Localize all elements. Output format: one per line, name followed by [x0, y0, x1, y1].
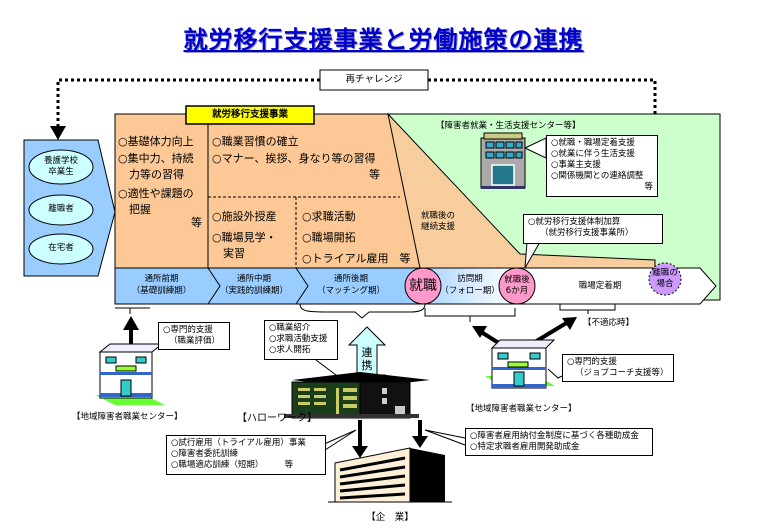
- target-group-home-based: 在宅者: [48, 243, 74, 253]
- rechallenge-loop: [56, 78, 657, 222]
- continued-support-l2: 継続支援: [421, 222, 456, 232]
- col1-suffix: 等: [191, 216, 202, 229]
- life-support-item: ○就職・職場定着支援: [551, 138, 635, 148]
- rechallenge-label: 再チャレンジ: [345, 74, 403, 85]
- unfit-label: 【不適応時】: [583, 318, 635, 328]
- six-months-l2: 6か月: [505, 286, 529, 296]
- service-label-box: [185, 105, 315, 125]
- vocational-right-callout-l2: （ジョブコーチ支援等）: [575, 368, 669, 378]
- hello-work-label: 【ハローワーク】: [237, 413, 317, 424]
- extra-callout-l2: （就労移行支援事業所）: [540, 228, 634, 238]
- col1-item: 力等の習得: [118, 168, 184, 181]
- vocational-left-callout-l2: （職業評価）: [169, 336, 221, 346]
- life-support-center-building: [480, 132, 526, 189]
- phase-mid-l1: 通所中期: [236, 274, 271, 284]
- col2-suffix: 等: [369, 168, 380, 181]
- service-label: 就労移行支援事業: [211, 109, 288, 120]
- company-right-item: ○特定求職者雇用開発助成金: [470, 442, 580, 452]
- company-left-item: ○職場適応訓練（短期） 等: [171, 460, 294, 470]
- life-support-item: ○就業に伴う生活支援: [551, 149, 635, 159]
- life-support-callout: ○就職・職場定着支援 ○就業に伴う生活支援 ○事業主支援 ○関係機関との連絡調整…: [546, 135, 658, 197]
- six-months-circle: [498, 267, 536, 305]
- continued-support-l1: 就職後の: [421, 211, 456, 221]
- cooperation-label-2: 携: [361, 359, 373, 372]
- target-group-job-leavers: 離職者: [48, 204, 74, 214]
- leave-l1: 離職の: [652, 268, 678, 278]
- target-group-school-graduates-l1: 養護学校: [43, 156, 78, 166]
- vocational-center-right-building: [485, 339, 556, 389]
- col1-item: 把握: [118, 203, 151, 216]
- hello-work-item: ○職業紹介: [269, 323, 311, 333]
- life-support-center-label: 【障害者就業・生活支援センター等】: [436, 121, 581, 131]
- vocational-left-callout-l1: ○専門的支援: [163, 325, 213, 335]
- leave-circle: [648, 262, 682, 296]
- hello-work-item: ○求職活動支援: [269, 334, 328, 344]
- col2-item: ○職業習慣の確立: [212, 135, 299, 148]
- extra-callout-l1: ○就労移行支援体制加算: [528, 217, 621, 227]
- hello-work-callout: ○職業紹介 ○求職活動支援 ○求人開拓: [264, 320, 338, 360]
- col1-item: ○集中力、持続: [118, 152, 194, 165]
- phase-late-l2: （マッチング期）: [316, 286, 385, 296]
- vocational-left-callout: ○専門的支援 （職業評価）: [158, 322, 230, 350]
- phase-visit-l1: 訪問期: [457, 274, 483, 284]
- col1-item: ○基礎体力向上: [118, 135, 194, 148]
- vocational-right-callout-l1: ○専門的支援: [567, 357, 617, 367]
- col3-item: ○求職活動: [302, 210, 356, 223]
- life-support-suffix: 等: [644, 182, 653, 192]
- hello-work-item: ○求人開拓: [269, 345, 311, 355]
- col2b-item: ○施設外授産: [212, 210, 277, 223]
- company-building: [328, 447, 452, 503]
- leave-l2: 場合: [656, 279, 674, 289]
- extra-support-callout: ○就労移行支援体制加算 （就労移行支援事業所）: [523, 214, 663, 244]
- company-left-item: ○試行雇用（トライアル雇用）事業: [171, 438, 306, 448]
- phase-band-outline: [114, 267, 717, 305]
- six-months-l1: 就職後: [504, 275, 530, 285]
- col2b-item: 実習: [212, 247, 245, 260]
- col3-item: ○職場開拓: [302, 231, 356, 244]
- col2-item: ○マナー、挨拶、身なり等の習得: [212, 152, 376, 165]
- company-label: 【企 業】: [366, 512, 414, 523]
- vocational-right-callout: ○専門的支援 （ジョブコーチ支援等）: [562, 354, 674, 382]
- phase-early-l2: （基礎訓練期）: [131, 286, 192, 296]
- phase-retention: 職場定着期: [578, 281, 622, 291]
- col1-item: ○適性や課題の: [118, 187, 194, 200]
- col3-item: ○トライアル雇用 等: [302, 252, 411, 265]
- employment-circle: [404, 267, 442, 305]
- life-support-item: ○事業主支援: [551, 160, 601, 170]
- phase-early-l1: 通所前期: [144, 274, 179, 284]
- phase-late-l1: 通所後期: [333, 274, 368, 284]
- phase-mid-l2: （実践的訓練期）: [219, 286, 288, 296]
- company-right-item: ○障害者雇用納付金制度に基づく各種助成金: [470, 431, 639, 441]
- target-group-school-graduates-l2: 卒業生: [48, 167, 74, 177]
- vocational-center-left-building: [95, 343, 165, 405]
- company-right-callout: ○障害者雇用納付金制度に基づく各種助成金 ○特定求職者雇用開発助成金: [465, 428, 653, 456]
- employment-milestone: 就職: [409, 278, 437, 294]
- vocational-center-left-label: 【地域障害者職業センター】: [72, 412, 183, 422]
- vocational-center-right-label: 【地域障害者職業センター】: [466, 404, 577, 414]
- company-left-callout: ○試行雇用（トライアル雇用）事業 ○障害者委託訓練 ○職場適応訓練（短期） 等: [166, 435, 326, 475]
- page-title: 就労移行支援事業と労働施策の連携: [183, 26, 584, 54]
- col2b-item: ○職場見学・: [212, 231, 277, 244]
- phase-visit-l2: （フォロー期）: [440, 286, 500, 296]
- life-support-item: ○関係機関との連絡調整: [551, 171, 644, 181]
- hello-work-building: [284, 372, 430, 419]
- cooperation-label-1: 連: [361, 346, 373, 359]
- company-left-item: ○障害者委託訓練: [171, 449, 238, 459]
- rechallenge-box: [319, 69, 429, 91]
- rechallenge-arrowhead: [50, 126, 66, 140]
